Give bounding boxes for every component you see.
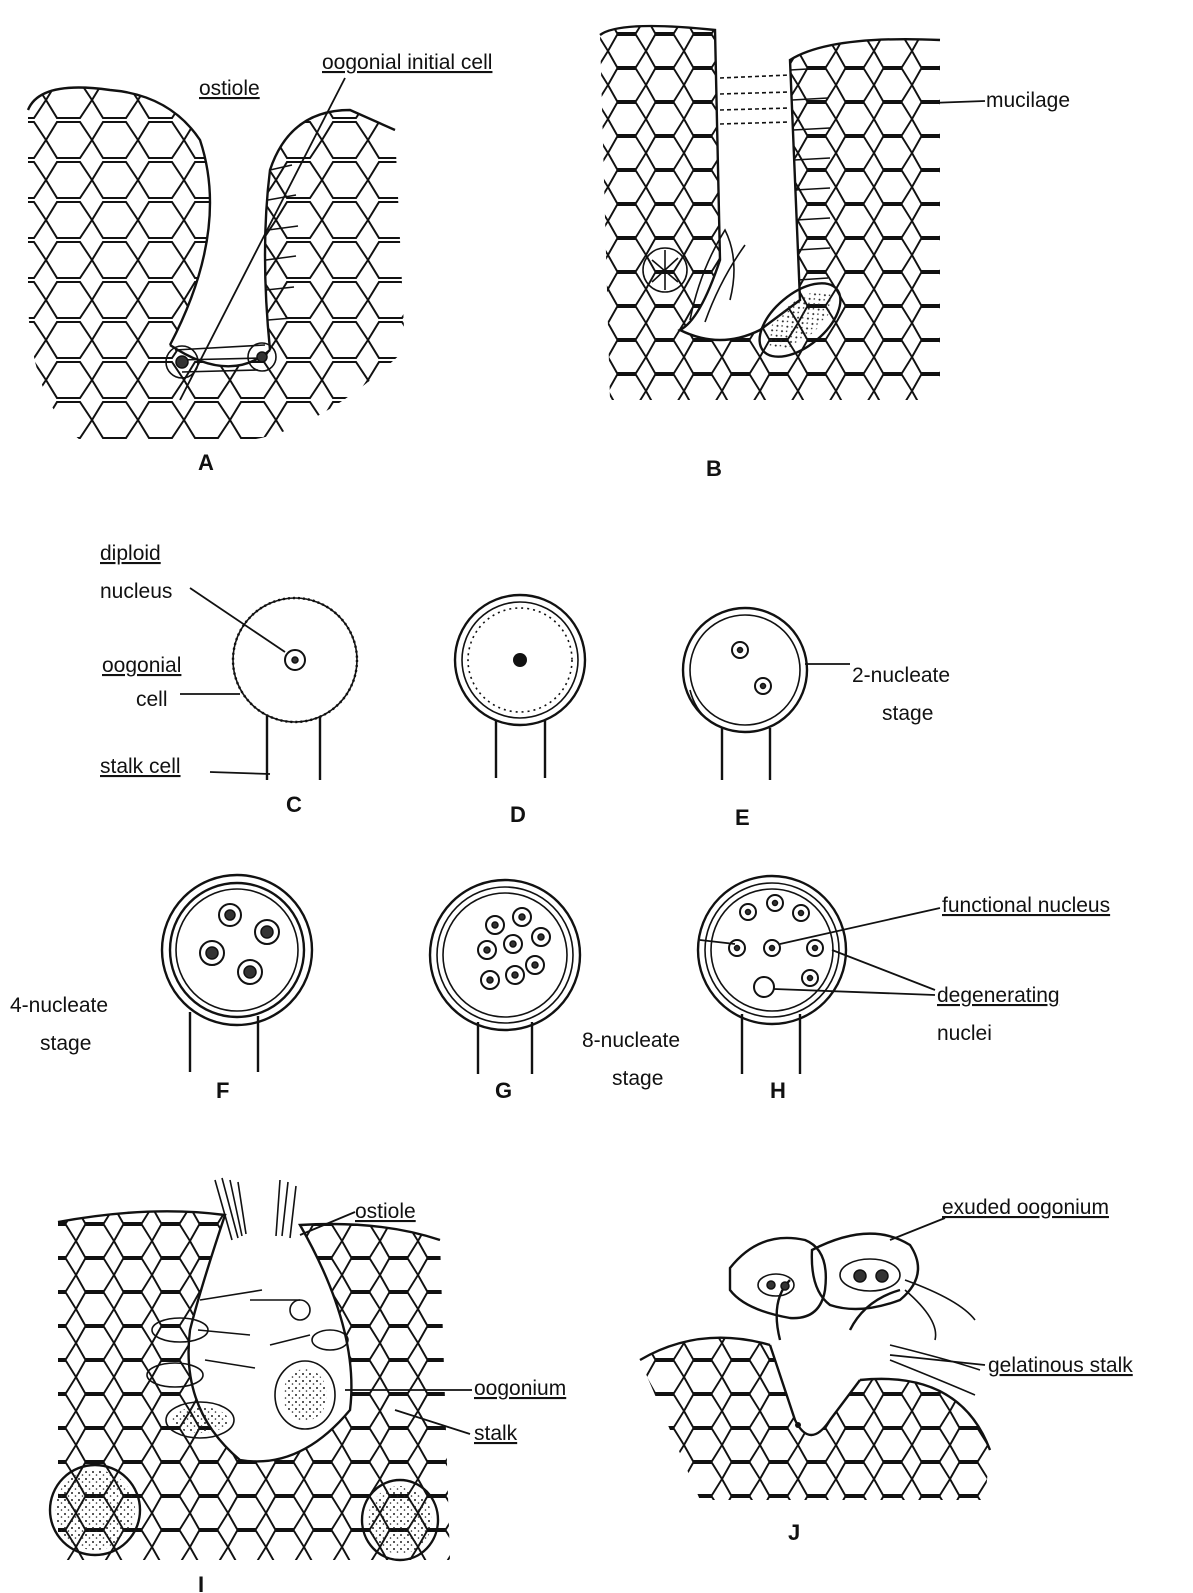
label-nuclei: nuclei [937,1022,992,1045]
label-8-stage: stage [612,1067,663,1090]
label-2-nucleate: 2-nucleate [852,664,950,687]
label-nucleus: nucleus [100,580,172,603]
label-stalk: stalk [474,1422,518,1445]
label-cell: cell [136,688,168,711]
panel-letter-g: G [495,1078,512,1103]
panel-f: 4-nucleate stage F [10,875,312,1103]
label-4-stage: stage [40,1032,91,1055]
label-stalk-cell: stalk cell [100,755,181,778]
panel-letter-e: E [735,805,750,830]
label-oogonium: oogonium [474,1377,566,1400]
panel-letter-c: C [286,792,302,817]
panel-c: diploid nucleus oogonial cell stalk cell… [100,542,357,817]
panel-letter-i: I [198,1572,204,1593]
label-2-stage: stage [882,702,933,725]
label-4-nucleate: 4-nucleate [10,994,108,1017]
label-degenerating: degenerating [937,984,1060,1007]
panel-i: ostiole oogonium stalk I [50,1178,566,1593]
label-8-nucleate: 8-nucleate [582,1029,680,1052]
panel-letter-f: F [216,1078,229,1103]
panel-e: 2-nucleate stage E [683,608,950,830]
label-ostiole-i: ostiole [355,1200,416,1223]
panel-g: 8-nucleate stage G [430,880,680,1103]
label-exuded-oogonium: exuded oogonium [942,1196,1109,1219]
label-diploid: diploid [100,542,161,565]
label-mucilage: mucilage [986,89,1070,112]
panel-h: functional nucleus degenerating nuclei H [698,876,1110,1103]
panel-letter-d: D [510,802,526,827]
panel-b: mucilage B [600,20,1070,481]
panel-a: ostiole oogonial initial cell A [28,51,492,475]
panel-d: D [455,595,585,827]
label-oogonial: oogonial [102,654,181,677]
panel-letter-b: B [706,456,722,481]
label-oogonial-initial-cell: oogonial initial cell [322,51,492,74]
panel-j: exuded oogonium gelatinous stalk J [635,1196,1133,1545]
label-functional-nucleus: functional nucleus [942,894,1110,917]
label-gelatinous-stalk: gelatinous stalk [988,1354,1133,1377]
panel-letter-a: A [198,450,214,475]
panel-letter-h: H [770,1078,786,1103]
label-ostiole-a: ostiole [199,77,260,100]
panel-letter-j: J [788,1520,800,1545]
